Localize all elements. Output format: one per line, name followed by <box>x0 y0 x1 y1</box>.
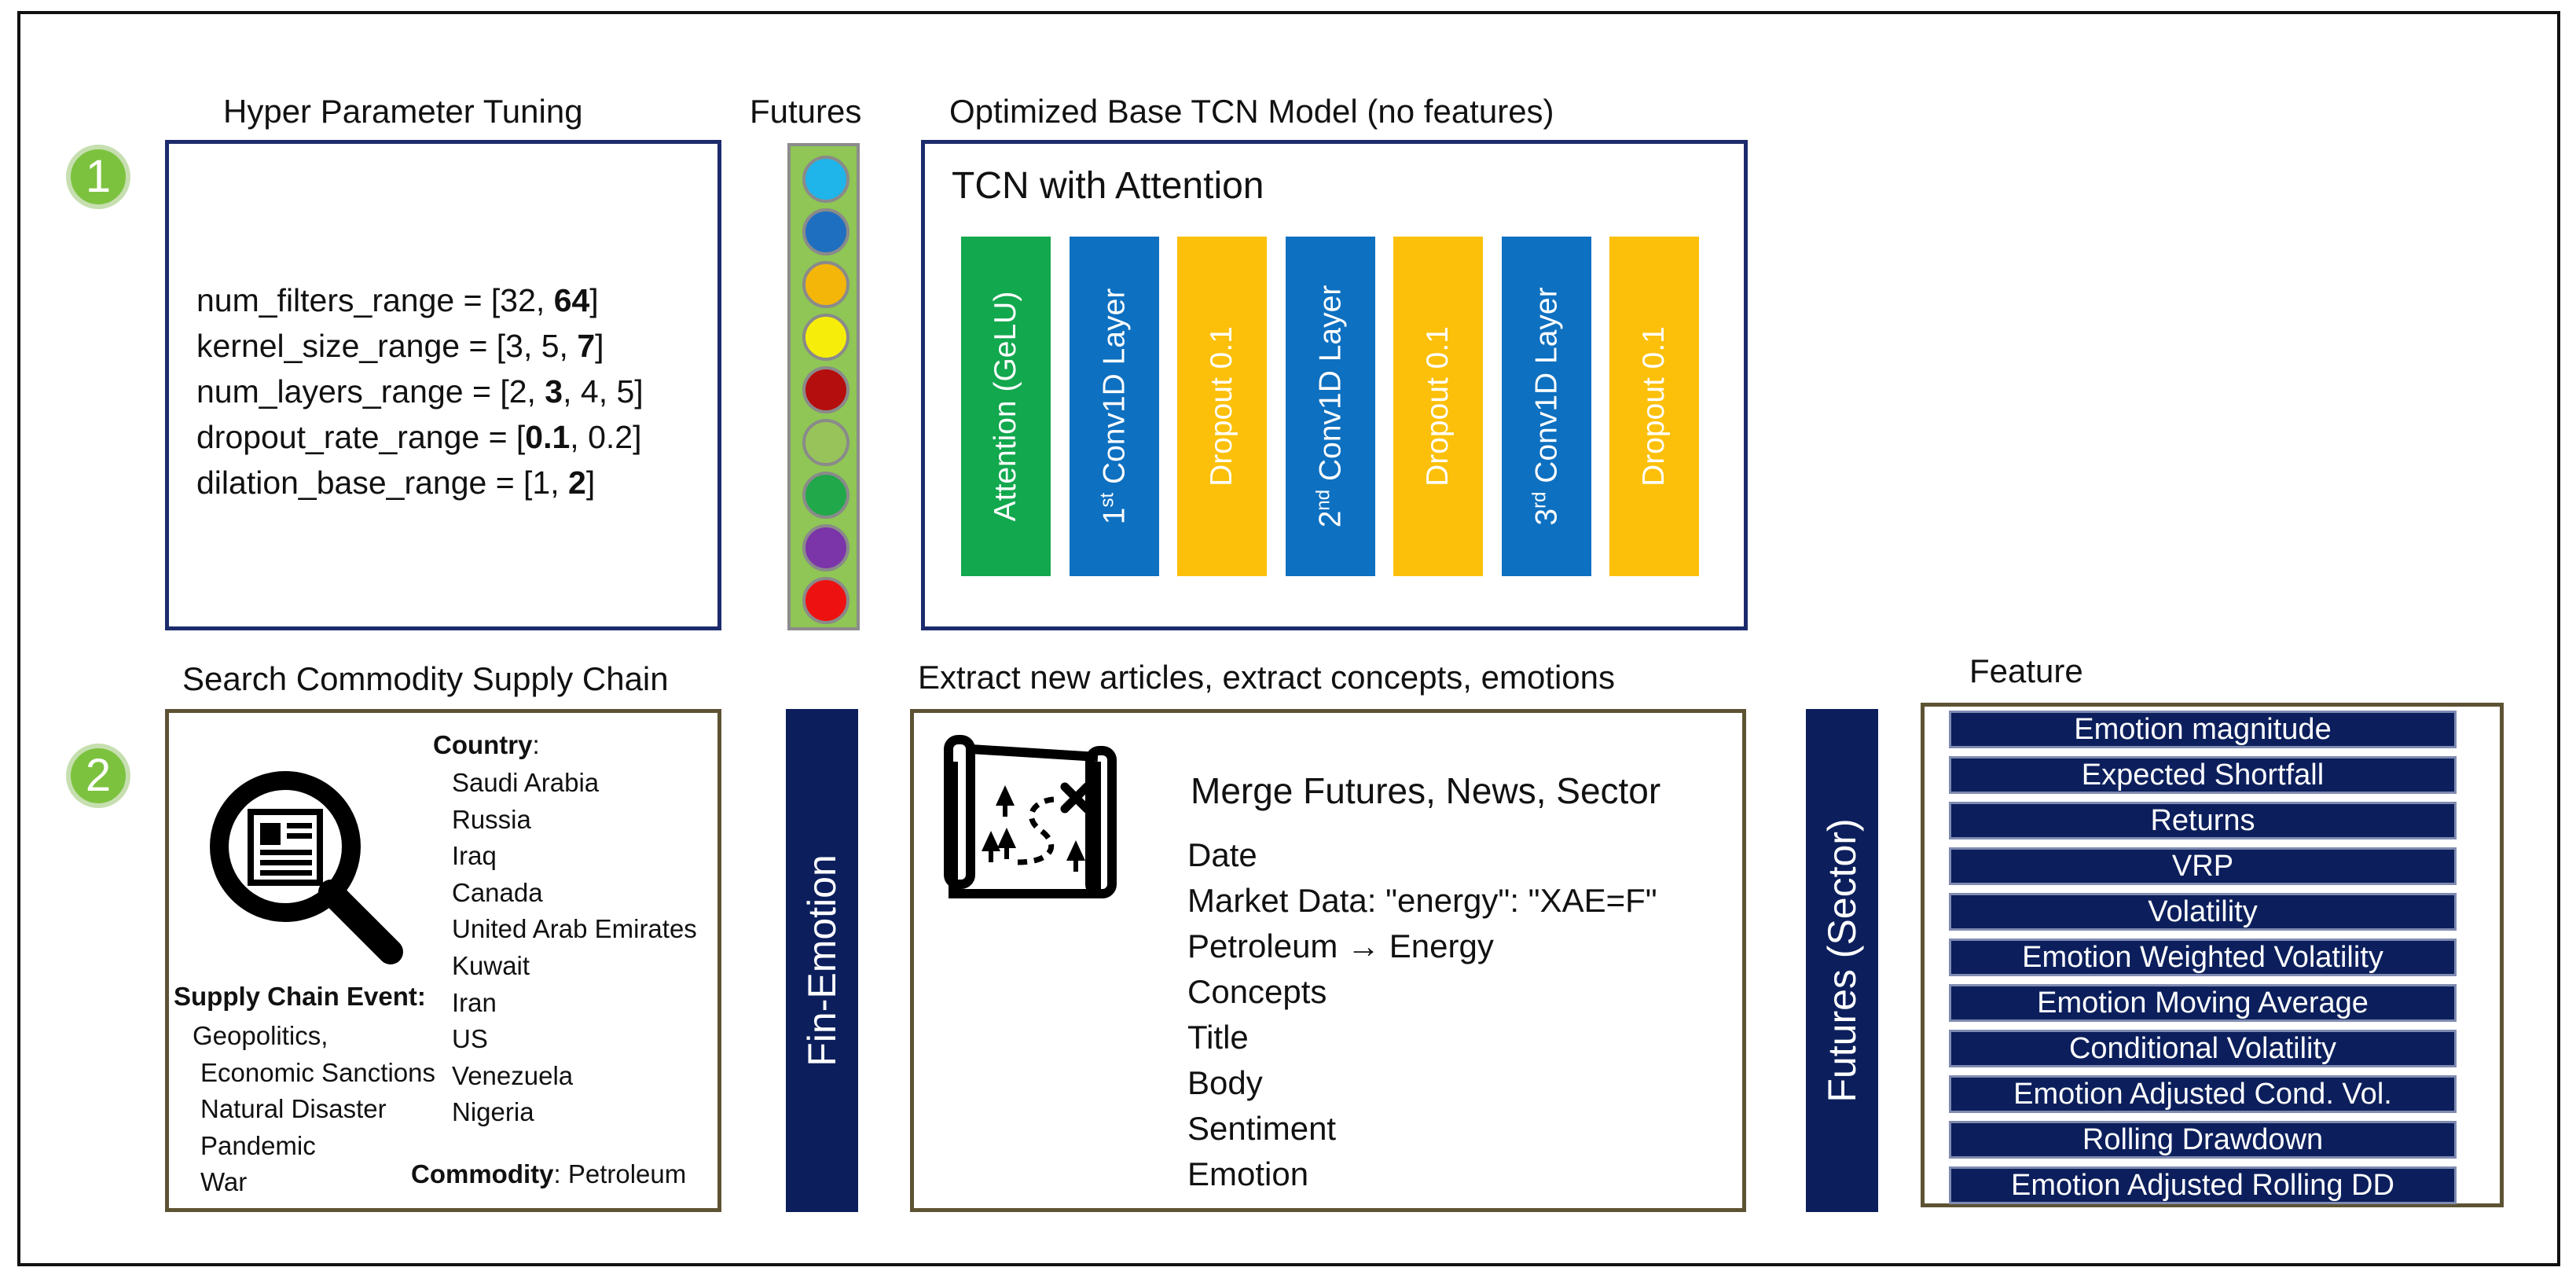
feature-title: Feature <box>1969 652 2083 689</box>
futures-column <box>787 143 860 630</box>
hyper-parameter-title: Hyper Parameter Tuning <box>223 93 583 130</box>
treasure-map-icon <box>944 735 1117 898</box>
tcn-layer-block: Dropout 0.1 <box>1393 237 1483 576</box>
tcn-layer-label: 1st Conv1D Layer <box>1096 288 1131 525</box>
future-dot <box>802 419 849 466</box>
tcn-layer-block: Attention (GeLU) <box>961 237 1051 576</box>
merge-field: Title <box>1187 1019 1249 1056</box>
future-dot <box>802 261 849 308</box>
futures-sector-label: Futures (Sector) <box>1820 818 1864 1103</box>
fin-emotion-bar: Fin-Emotion <box>786 709 858 1212</box>
country-item: US <box>452 1024 488 1054</box>
merge-title: Merge Futures, News, Sector <box>1191 770 1661 811</box>
tcn-subtitle: TCN with Attention <box>952 165 1264 207</box>
event-item: Natural Disaster <box>200 1094 387 1124</box>
feature-item: Emotion Weighted Volatility <box>1949 939 2457 976</box>
tcn-layer-label: Dropout 0.1 <box>1637 326 1671 487</box>
country-item: Kuwait <box>452 950 530 980</box>
feature-item: Conditional Volatility <box>1949 1030 2457 1067</box>
kernel-size-param: kernel_size_range = [3, 5, 7] <box>196 328 604 364</box>
search-commodity-title: Search Commodity Supply Chain <box>182 660 669 697</box>
future-dot <box>802 208 849 255</box>
future-dot <box>802 156 849 203</box>
futures-title: Futures <box>750 93 862 130</box>
merge-field: Emotion <box>1187 1155 1309 1192</box>
futures-sector-bar: Futures (Sector) <box>1806 709 1878 1212</box>
feature-item: Returns <box>1949 802 2457 839</box>
event-item: Economic Sanctions <box>200 1057 435 1087</box>
feature-item: VRP <box>1949 847 2457 885</box>
country-item: Nigeria <box>452 1097 534 1127</box>
country-item: Canada <box>452 877 543 907</box>
dropout-rate-param: dropout_rate_range = [0.1, 0.2] <box>196 419 642 455</box>
tcn-model-box: TCN with Attention Attention (GeLU) 1st C… <box>921 140 1748 630</box>
event-item: War <box>200 1167 248 1197</box>
feature-box <box>1921 703 2504 1207</box>
merge-field: Date <box>1187 836 1257 873</box>
supply-chain-event-heading: Supply Chain Event: <box>174 982 426 1011</box>
feature-item: Volatility <box>1949 893 2457 931</box>
tcn-layer-block: Dropout 0.1 <box>1609 237 1699 576</box>
tcn-layer-block: Dropout 0.1 <box>1177 237 1267 576</box>
outer-frame <box>17 11 2560 1266</box>
merge-field: Concepts <box>1187 973 1327 1010</box>
feature-item: Emotion Moving Average <box>1949 984 2457 1022</box>
feature-item: Emotion Adjusted Rolling DD <box>1949 1166 2457 1204</box>
step-2-badge: 2 <box>66 744 130 808</box>
feature-item: Emotion Adjusted Cond. Vol. <box>1949 1075 2457 1113</box>
newspaper-magnifier-icon <box>210 771 403 964</box>
feature-item: Rolling Drawdown <box>1949 1121 2457 1159</box>
event-list: Geopolitics, Economic Sanctions Natural … <box>193 1018 435 1201</box>
country-item: Russia <box>452 804 531 834</box>
event-item: Geopolitics, <box>193 1021 328 1050</box>
extract-articles-title: Extract new articles, extract concepts, … <box>918 659 1616 696</box>
merge-field: Petroleum → Energy <box>1187 928 1494 964</box>
tcn-layer-block: 1st Conv1D Layer <box>1069 237 1159 576</box>
feature-item: Emotion magnitude <box>1949 711 2457 748</box>
tcn-layer-block: 3rd Conv1D Layer <box>1501 237 1591 576</box>
num-filters-param: num_filters_range = [32, 64] <box>196 282 599 318</box>
tcn-layer-label: Attention (GeLU) <box>989 291 1022 522</box>
tcn-layer-label: Dropout 0.1 <box>1421 326 1455 487</box>
tcn-layer-label: Dropout 0.1 <box>1205 326 1238 487</box>
parameter-list: num_filters_range = [32, 64] kernel_size… <box>196 277 644 505</box>
country-item: Saudi Arabia <box>452 768 600 797</box>
future-dot <box>802 472 849 519</box>
future-dot <box>802 577 849 624</box>
merge-field: Body <box>1187 1064 1263 1101</box>
tcn-layer-block: 2nd Conv1D Layer <box>1285 237 1375 576</box>
country-item: Iraq <box>452 841 497 871</box>
country-item: Venezuela <box>452 1060 574 1090</box>
merge-field: Sentiment <box>1187 1110 1337 1147</box>
country-item: Iran <box>452 987 497 1017</box>
fin-emotion-label: Fin-Emotion <box>800 854 844 1067</box>
tcn-model-title: Optimized Base TCN Model (no features) <box>949 93 1554 130</box>
step-1-badge: 1 <box>66 145 130 209</box>
num-layers-param: num_layers_range = [2, 3, 4, 5] <box>196 373 644 410</box>
future-dot <box>802 524 849 571</box>
country-heading: Country: <box>433 730 540 759</box>
future-dot <box>802 366 849 413</box>
dilation-base-param: dilation_base_range = [1, 2] <box>196 465 596 501</box>
commodity-line: Commodity: Petroleum <box>411 1159 687 1188</box>
merge-field: Market Data: "energy": "XAE=F" <box>1187 882 1657 919</box>
tcn-layer-label: 3rd Conv1D Layer <box>1528 287 1563 526</box>
hyper-parameter-box: num_filters_range = [32, 64] kernel_size… <box>165 140 721 630</box>
country-item: United Arab Emirates <box>452 914 697 944</box>
tcn-layer-label: 2nd Conv1D Layer <box>1312 285 1347 528</box>
event-item: Pandemic <box>200 1130 316 1160</box>
feature-item: Expected Shortfall <box>1949 756 2457 794</box>
future-dot <box>802 314 849 361</box>
